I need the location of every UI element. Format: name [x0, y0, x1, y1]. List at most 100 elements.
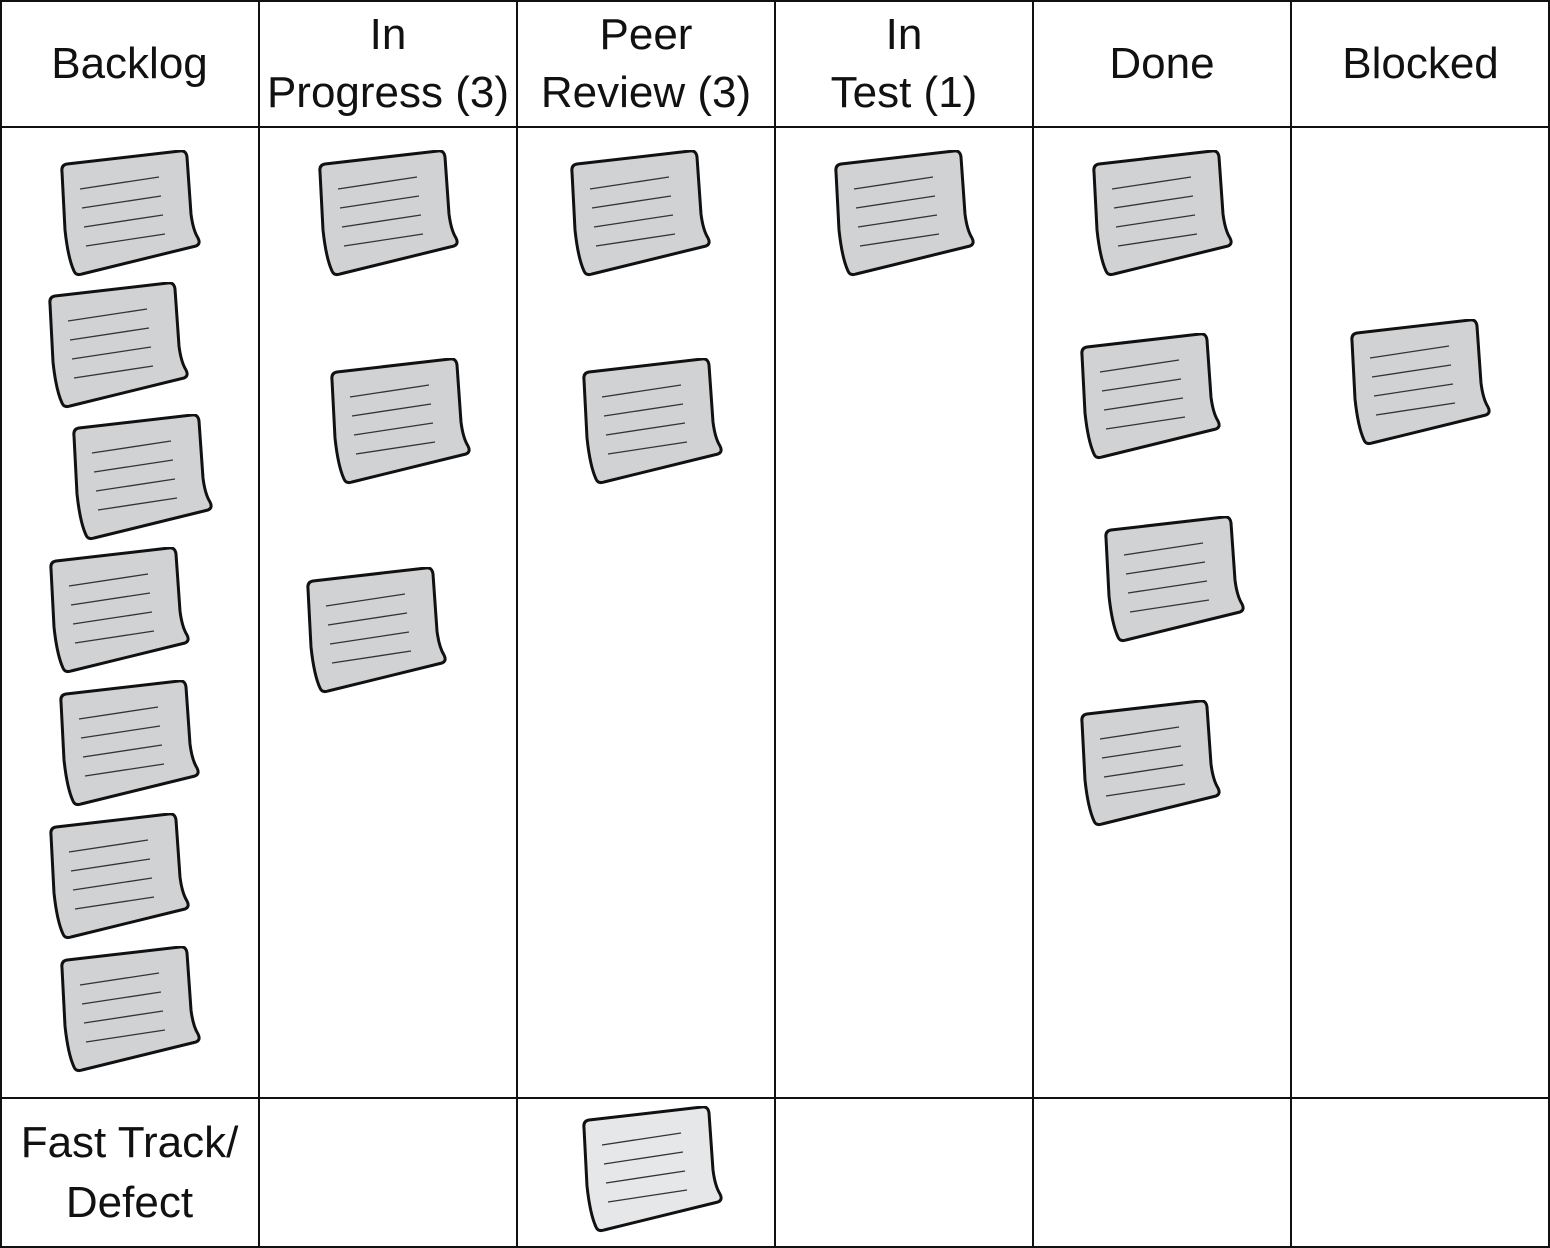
card-text-line [859, 233, 940, 247]
card-text-line [1099, 726, 1180, 740]
card-text-line [72, 611, 153, 625]
card-text-line [80, 725, 161, 739]
card-text-line [85, 1029, 166, 1043]
card-text-line [1113, 195, 1194, 209]
card-text-line [1115, 214, 1196, 228]
card-text-line [1105, 783, 1186, 797]
card-text-line [349, 384, 430, 398]
card-text-line [351, 403, 432, 417]
card-text-line [93, 459, 174, 473]
card-backlog[interactable] [47, 547, 197, 677]
card-text-line [1375, 402, 1456, 416]
card-text-line [70, 592, 151, 606]
card-text-line [67, 308, 148, 322]
card-text-line [1125, 561, 1206, 575]
card-text-line [71, 346, 152, 360]
card-text-line [70, 858, 151, 872]
card-text-line [355, 441, 436, 455]
card-text-line [603, 403, 684, 417]
card-text-line [343, 233, 424, 247]
card-text-line [74, 896, 155, 910]
card-text-line [593, 214, 674, 228]
column-header-peer-review: Peer Review (3) [540, 9, 752, 117]
card-text-line [353, 422, 434, 436]
card-text-line [591, 195, 672, 209]
card-text-line [69, 327, 150, 341]
column-header-blocked: Blocked [1342, 38, 1499, 88]
column-header-in-progress: In Progress (3) [266, 9, 510, 117]
card-text-line [1373, 383, 1454, 397]
card-backlog[interactable] [70, 414, 220, 544]
column-header-in-test: In Test (1) [830, 9, 978, 117]
card-backlog[interactable] [58, 946, 208, 1076]
card-text-line [1127, 580, 1208, 594]
column-header-backlog: Backlog [51, 38, 208, 88]
card-text-line [1117, 233, 1198, 247]
card-text-line [72, 877, 153, 891]
card-backlog[interactable] [57, 680, 207, 810]
card-done[interactable] [1078, 333, 1228, 463]
card-text-line [603, 1151, 684, 1165]
card-text-line [853, 176, 934, 190]
column-header-done: Done [1109, 38, 1215, 88]
card-text-line [605, 422, 686, 436]
card-text-line [595, 233, 676, 247]
card-text-line [341, 214, 422, 228]
card-in-progress[interactable] [328, 358, 478, 488]
card-text-line [855, 195, 936, 209]
card-text-line [83, 1010, 164, 1024]
card-text-line [68, 573, 149, 587]
card-text-line [857, 214, 938, 228]
card-text-line [329, 631, 410, 645]
card-in-test[interactable] [832, 150, 982, 280]
card-backlog[interactable] [58, 150, 208, 280]
card-text-line [327, 612, 408, 626]
card-text-line [74, 630, 155, 644]
card-peer-review[interactable] [580, 358, 730, 488]
card-text-line [82, 744, 163, 758]
card-text-line [91, 440, 172, 454]
card-text-line [589, 176, 670, 190]
card-in-progress[interactable] [316, 150, 466, 280]
swimlane-label-fast-track-defect: Fast Track/ Defect [20, 1118, 239, 1227]
card-text-line [78, 706, 159, 720]
card-done[interactable] [1102, 516, 1252, 646]
card-text-line [1101, 745, 1182, 759]
card-text-line [85, 233, 166, 247]
card-in-progress[interactable] [304, 567, 454, 697]
card-text-line [79, 972, 160, 986]
card-text-line [325, 593, 406, 607]
card-text-line [607, 1189, 688, 1203]
card-text-line [1099, 359, 1180, 373]
card-text-line [1101, 378, 1182, 392]
card-text-line [1103, 397, 1184, 411]
card-text-line [1371, 364, 1452, 378]
card-text-line [1369, 345, 1450, 359]
card-done[interactable] [1090, 150, 1240, 280]
card-text-line [81, 991, 162, 1005]
card-fast-track[interactable] [580, 1106, 730, 1236]
card-text-line [95, 478, 176, 492]
card-text-line [73, 365, 154, 379]
card-peer-review[interactable] [568, 150, 718, 280]
card-text-line [84, 763, 165, 777]
card-text-line [337, 176, 418, 190]
card-blocked[interactable] [1348, 319, 1498, 449]
card-done[interactable] [1078, 700, 1228, 830]
card-text-line [601, 384, 682, 398]
card-text-line [79, 176, 160, 190]
card-text-line [339, 195, 420, 209]
card-text-line [1105, 416, 1186, 430]
card-text-line [97, 497, 178, 511]
card-text-line [1111, 176, 1192, 190]
card-backlog[interactable] [47, 813, 197, 943]
card-text-line [331, 650, 412, 664]
card-text-line [83, 214, 164, 228]
card-text-line [1123, 542, 1204, 556]
card-text-line [81, 195, 162, 209]
card-backlog[interactable] [46, 282, 196, 412]
card-text-line [601, 1132, 682, 1146]
card-text-line [1103, 764, 1184, 778]
